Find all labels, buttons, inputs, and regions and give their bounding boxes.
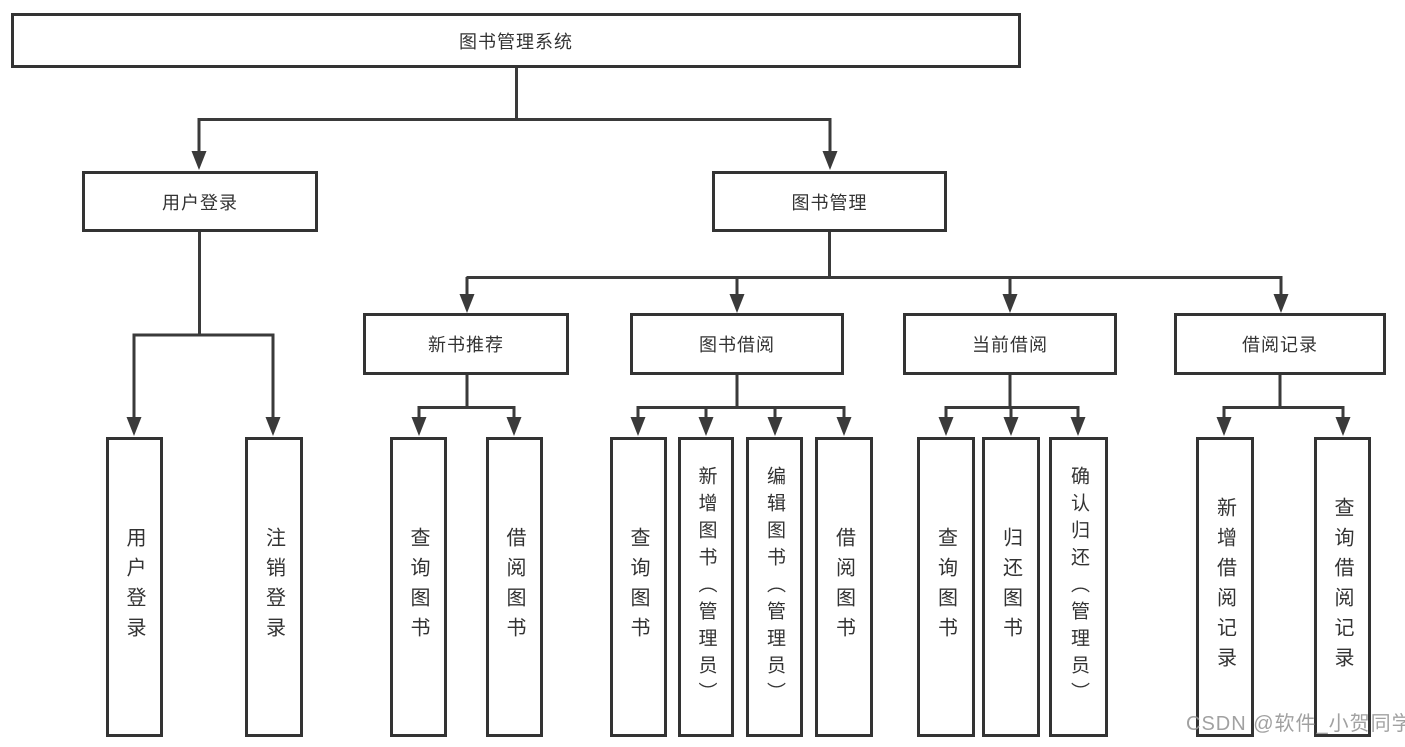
node-book-management: 图书管理 bbox=[712, 171, 947, 232]
leaf-logout: 注销登录 bbox=[245, 437, 303, 737]
node-borrow-record: 借阅记录 bbox=[1174, 313, 1386, 375]
leaf-cb-query-books: 查询图书 bbox=[917, 437, 975, 737]
connector-book-borrow-to-leaves bbox=[630, 375, 852, 436]
connector-root-to-level2 bbox=[191, 68, 838, 170]
leaf-nb-borrow-books: 借阅图书 bbox=[486, 437, 543, 737]
node-current-borrow: 当前借阅 bbox=[903, 313, 1117, 375]
leaf-cb-return-books: 归还图书 bbox=[982, 437, 1040, 737]
connector-user-login-to-leaves bbox=[126, 232, 281, 436]
leaf-br-query-borrow-record: 查询借阅记录 bbox=[1314, 437, 1371, 737]
node-book-borrow: 图书借阅 bbox=[630, 313, 844, 375]
connector-borrow-record-to-leaves bbox=[1216, 375, 1351, 436]
node-user-login-branch: 用户登录 bbox=[82, 171, 318, 232]
leaf-nb-query-books: 查询图书 bbox=[390, 437, 447, 737]
connector-new-book-recommend-to-leaves bbox=[411, 375, 522, 436]
leaf-cb-confirm-return-admin: 确认归还（管理员） bbox=[1049, 437, 1108, 737]
leaf-bb-borrow-books: 借阅图书 bbox=[815, 437, 873, 737]
leaf-bb-edit-book-admin: 编辑图书（管理员） bbox=[746, 437, 803, 737]
connector-current-borrow-to-leaves bbox=[938, 375, 1086, 436]
leaf-bb-query-books: 查询图书 bbox=[610, 437, 667, 737]
leaf-user-login: 用户登录 bbox=[106, 437, 163, 737]
leaf-br-add-borrow-record: 新增借阅记录 bbox=[1196, 437, 1254, 737]
connector-book-management-to-level3 bbox=[459, 232, 1289, 313]
node-new-book-recommend: 新书推荐 bbox=[363, 313, 569, 375]
node-library-management-system: 图书管理系统 bbox=[11, 13, 1021, 68]
leaf-bb-add-book-admin: 新增图书（管理员） bbox=[678, 437, 734, 737]
csdn-watermark: CSDN @软件_小贺同学 bbox=[1186, 713, 1405, 735]
